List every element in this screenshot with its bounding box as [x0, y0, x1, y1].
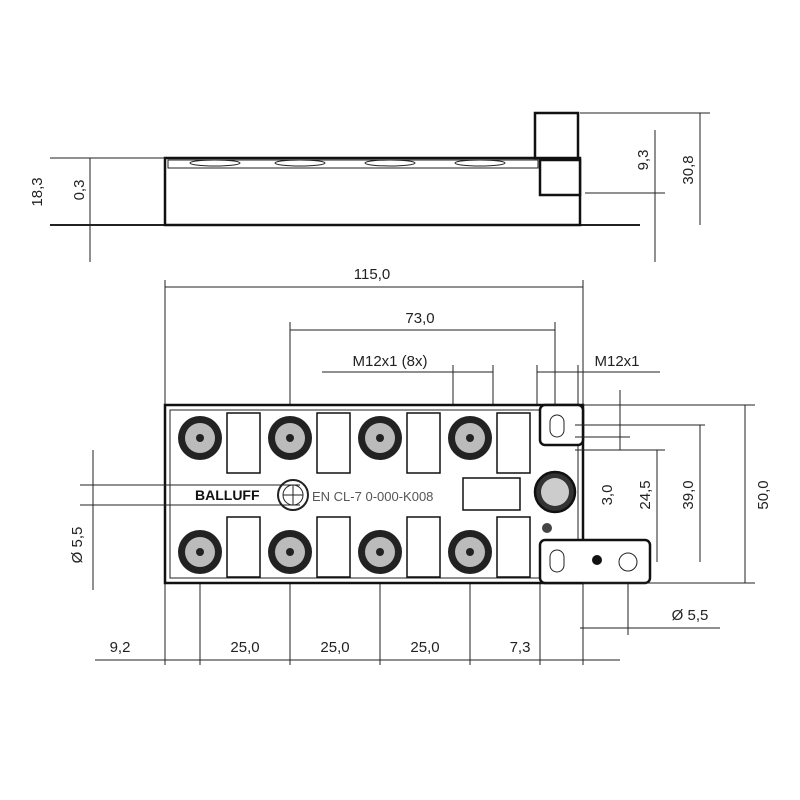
model-text: EN CL-7 0-000-K008: [312, 489, 433, 504]
dim-3-label: 3,0: [599, 485, 616, 506]
top-view: BALLUFF EN CL-7 0-000-K008 115,0 73,0 M1…: [69, 266, 772, 665]
side-connector-base: [538, 158, 582, 197]
led-window: [226, 412, 261, 474]
brand-logo: BALLUFF: [195, 487, 260, 503]
led-window: [496, 516, 531, 578]
dim-24-label: 24,5: [637, 480, 654, 509]
dim-9-label: 9,2: [110, 639, 131, 656]
dim-pitch-total-label: 73,0: [405, 310, 434, 327]
dim-height-label: 18,3: [29, 177, 46, 206]
dim-length-label: 115,0: [354, 266, 390, 283]
thread-label-single: M12x1: [594, 353, 639, 370]
hole-diameter-right: Ø 5,5: [672, 607, 709, 624]
dim-base-label: 0,3: [71, 180, 88, 201]
dim-pitch-label: 25,0: [230, 639, 259, 656]
led-window: [496, 412, 531, 474]
led-window: [316, 412, 351, 474]
thread-label-8x: M12x1 (8x): [352, 353, 427, 370]
dim-connector-label: 9,3: [635, 150, 652, 171]
led-window: [316, 516, 351, 578]
led-dot: [592, 555, 602, 565]
mount-hole-right: [618, 552, 638, 572]
dim-pitch-label: 25,0: [410, 639, 439, 656]
dim-pitch-label: 25,0: [320, 639, 349, 656]
dim-39-label: 39,0: [680, 480, 697, 509]
dim-50-label: 50,0: [755, 480, 772, 509]
led-window: [406, 516, 441, 578]
side-view: 18,3 0,3 9,3 30,8: [29, 111, 710, 262]
dim-total-label: 30,8: [680, 155, 697, 184]
dim-7-label: 7,3: [510, 639, 531, 656]
side-connector: [533, 111, 580, 160]
hole-diameter-left: Ø 5,5: [69, 527, 86, 564]
led-window: [406, 412, 441, 474]
label-window: [462, 477, 521, 511]
led-window: [226, 516, 261, 578]
